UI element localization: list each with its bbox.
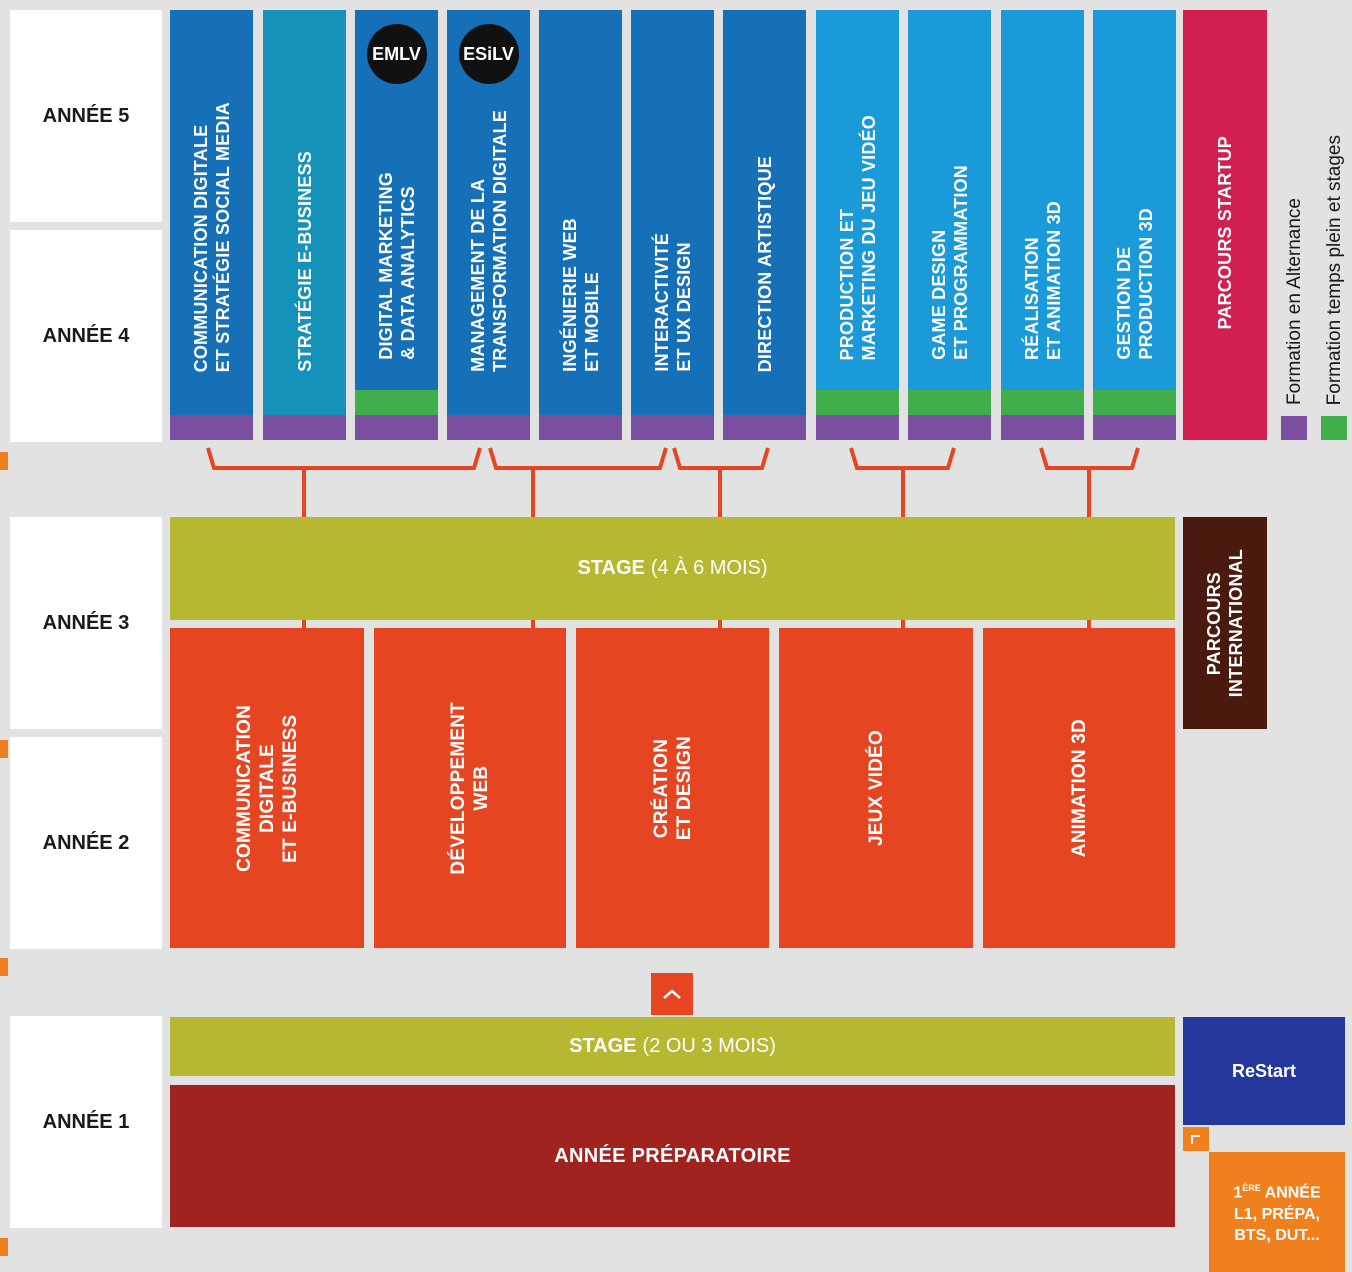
track-communication: COMMUNICATION DIGITALE ET E-BUSINESS <box>170 628 364 948</box>
year-4-label: ANNÉE 4 <box>10 230 162 442</box>
specialization-column: MANAGEMENT DE LA TRANSFORMATION DIGITALE… <box>447 10 530 440</box>
restart-label: ReStart <box>1231 1060 1297 1081</box>
chevron-up-icon <box>651 973 693 1015</box>
specialization-column: COMMUNICATION DIGITALE ET STRATÉGIE SOCI… <box>170 10 253 440</box>
alternance-stripe <box>355 415 438 440</box>
alternance-stripe <box>908 415 991 440</box>
first-year-box: 1ÈRE ANNÉE L1, PRÉPA, BTS, DUT... <box>1209 1152 1345 1272</box>
parcours-international-label: PARCOURS INTERNATIONAL <box>1204 548 1246 698</box>
year-2-label: ANNÉE 2 <box>10 737 162 949</box>
track-creation-label: CRÉATION ET DESIGN <box>650 735 695 841</box>
year-1-label: ANNÉE 1 <box>10 1016 162 1228</box>
specialization-column: GAME DESIGN ET PROGRAMMATION <box>908 10 991 440</box>
alternance-stripe <box>631 415 714 440</box>
edge-marker <box>0 958 8 976</box>
parcours-startup: PARCOURS STARTUP <box>1183 10 1267 440</box>
legend-alternance-swatch <box>1281 416 1307 440</box>
track-communication-label: COMMUNICATION DIGITALE ET E-BUSINESS <box>233 704 301 872</box>
track-animation: ANIMATION 3D <box>983 628 1175 948</box>
track-creation: CRÉATION ET DESIGN <box>576 628 769 948</box>
specialization-column: STRATÉGIE E-BUSINESS <box>263 10 346 440</box>
specialization-column: DIRECTION ARTISTIQUE <box>723 10 806 440</box>
year-5-label: ANNÉE 5 <box>10 10 162 222</box>
first-year-line3: BTS, DUT... <box>1234 1226 1320 1244</box>
plein-stripe <box>355 390 438 415</box>
specialization-column: INGÉNIERIE WEB ET MOBILE <box>539 10 622 440</box>
edge-marker <box>0 1238 8 1256</box>
track-animation-label: ANIMATION 3D <box>1068 718 1090 858</box>
plein-stripe <box>1093 390 1176 415</box>
stage-long: STAGE (4 À 6 MOIS) <box>170 517 1175 620</box>
alternance-stripe <box>1093 415 1176 440</box>
plein-stripe <box>816 390 899 415</box>
school-badge: EMLV <box>366 24 427 84</box>
stage-long-title: STAGE <box>577 557 645 579</box>
specialization-column: GESTION DE PRODUCTION 3D <box>1093 10 1176 440</box>
annee-preparatoire-label: ANNÉE PRÉPARATOIRE <box>554 1144 791 1167</box>
restart-box: ReStart <box>1183 1017 1345 1125</box>
edge-marker <box>0 740 8 758</box>
parcours-international: PARCOURS INTERNATIONAL <box>1183 517 1267 729</box>
first-year-line2: L1, PRÉPA, <box>1234 1205 1320 1223</box>
first-year-line1: 1ÈRE ANNÉE <box>1233 1183 1321 1202</box>
track-jeux-video-label: JEUX VIDÉO <box>865 729 887 847</box>
track-developpement: DÉVELOPPEMENT WEB <box>374 628 566 948</box>
alternance-stripe <box>1001 415 1084 440</box>
plein-stripe <box>908 390 991 415</box>
alternance-stripe <box>723 415 806 440</box>
school-badge: ESiLV <box>458 24 519 84</box>
alternance-stripe <box>447 415 530 440</box>
track-jeux-video: JEUX VIDÉO <box>779 628 973 948</box>
legend-plein-swatch <box>1321 416 1347 440</box>
stage-short-title: STAGE <box>569 1035 637 1057</box>
track-developpement-label: DÉVELOPPEMENT WEB <box>448 701 492 875</box>
alternance-stripe <box>263 415 346 440</box>
alternance-stripe <box>539 415 622 440</box>
corner-marker <box>1183 1127 1209 1151</box>
specialization-column: INTERACTIVITÉ ET UX DESIGN <box>631 10 714 440</box>
stage-long-duration: (4 À 6 MOIS) <box>650 557 768 579</box>
edge-marker <box>0 452 8 470</box>
stage-short-duration: (2 OU 3 MOIS) <box>642 1035 776 1057</box>
specialization-column: PRODUCTION ET MARKETING DU JEU VIDÉO <box>816 10 899 440</box>
specialization-column: RÉALISATION ET ANIMATION 3D <box>1001 10 1084 440</box>
year-3-label: ANNÉE 3 <box>10 517 162 729</box>
plein-stripe <box>1001 390 1084 415</box>
alternance-stripe <box>816 415 899 440</box>
alternance-stripe <box>170 415 253 440</box>
stage-short: STAGE (2 OU 3 MOIS) <box>170 1017 1175 1076</box>
annee-preparatoire: ANNÉE PRÉPARATOIRE <box>170 1085 1175 1227</box>
